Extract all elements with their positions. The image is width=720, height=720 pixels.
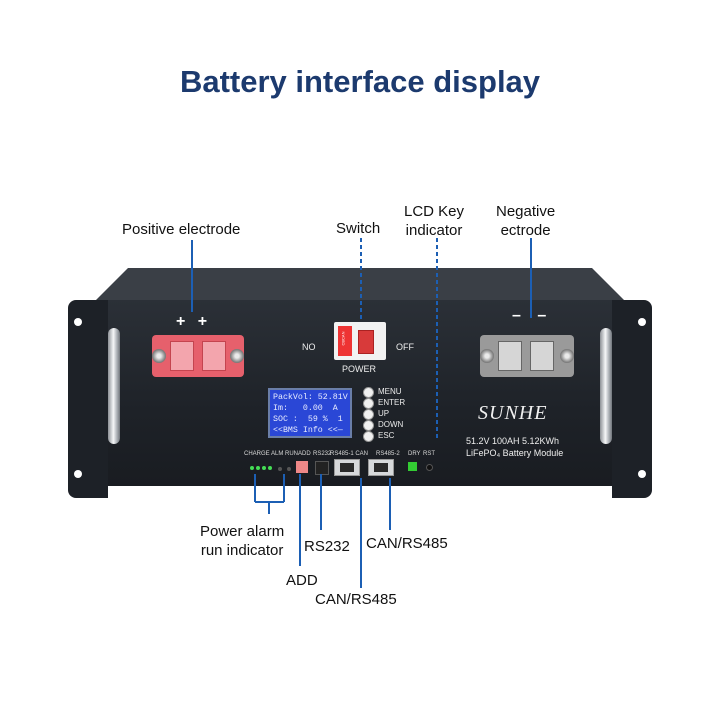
menu-key[interactable]: [363, 387, 374, 398]
positive-terminal[interactable]: [152, 335, 244, 377]
positive-signs: + +: [176, 313, 212, 330]
alarm-led: [278, 467, 282, 471]
lcd-screen: PackVol: 52.81V Im: 0.00 A SOC : 59 % 1 …: [268, 388, 352, 438]
add-dip-switch[interactable]: [296, 461, 308, 473]
lcd-line-4: <<BMS Info <<—: [273, 426, 343, 435]
left-rack-ear: [68, 300, 108, 498]
down-key[interactable]: [363, 420, 374, 431]
left-handle: [108, 328, 120, 444]
alm-run-label: ALM RUN: [271, 451, 299, 457]
left-mount-hole-bottom: [74, 470, 82, 478]
add-callout: ADD: [286, 572, 318, 589]
power-alarm-callout-line2: run indicator: [200, 542, 284, 559]
rs485-1-can-label: RS485-1 CAN: [330, 451, 369, 457]
right-handle: [600, 328, 612, 444]
esc-key[interactable]: [363, 431, 374, 442]
up-key-label: UP: [378, 409, 390, 418]
rs485-1-port[interactable]: [334, 459, 360, 476]
negative-callout-line1: Negative: [496, 203, 556, 220]
up-key[interactable]: [363, 409, 374, 420]
lcd-line-3: SOC : 59 % 1: [273, 415, 343, 424]
rs232-callout: RS232: [304, 538, 350, 555]
negative-screw-left: [480, 349, 494, 363]
charge-led-3: [262, 466, 266, 470]
charge-led-2: [256, 466, 260, 470]
brand-logo: SUNHE: [478, 402, 548, 424]
right-mount-hole-top: [638, 318, 646, 326]
rs232-port-label: RS232: [313, 451, 332, 457]
switch-on-label: NO: [302, 342, 316, 352]
add-port-label: ADD: [298, 451, 311, 457]
rs485-2-label: RS485-2: [376, 451, 400, 457]
lcd-line-2: Im: 0.00 A: [273, 404, 338, 413]
enter-key-label: ENTER: [378, 398, 406, 407]
negative-callout-line2: ectrode: [500, 222, 551, 239]
switch-power-label: POWER: [342, 364, 377, 374]
negative-bolt-right: [530, 341, 554, 371]
spec-line-1: 51.2V 100AH 5.12KWh: [466, 436, 560, 446]
lcd-key-callout-line1: LCD Key: [404, 203, 465, 220]
negative-bolt-left: [498, 341, 522, 371]
left-mount-hole-top: [74, 318, 82, 326]
rs485-2-port-a[interactable]: [368, 459, 394, 476]
positive-screw-right: [230, 349, 244, 363]
dry-contact[interactable]: [408, 462, 417, 471]
charge-led-1: [250, 466, 254, 470]
can-rs485-right-callout: CAN/RS485: [366, 535, 448, 552]
negative-screw-right: [560, 349, 574, 363]
positive-bolt-right: [202, 341, 226, 371]
right-rack-ear: [612, 300, 652, 498]
rst-label: RST: [423, 451, 435, 457]
reset-button[interactable]: [426, 464, 433, 471]
negative-electrode-callout: Negative ectrode: [496, 202, 555, 240]
right-mount-hole-bottom: [638, 470, 646, 478]
dry-label: DRY: [408, 451, 421, 457]
switch-callout: Switch: [336, 220, 381, 237]
lcd-key-callout-line2: indicator: [405, 222, 463, 239]
lcd-key-callout: LCD Key indicator: [404, 202, 464, 240]
enter-key[interactable]: [363, 398, 374, 409]
power-alarm-callout-line1: Power alarm: [200, 523, 285, 540]
switch-toggle[interactable]: [358, 330, 374, 354]
lcd-line-1: PackVol: 52.81V: [273, 393, 348, 402]
page-title: Battery interface display: [179, 64, 541, 99]
switch-off-label: OFF: [396, 342, 414, 352]
spec-line-2: LiFePO₄ Battery Module: [466, 448, 564, 458]
down-key-label: DOWN: [378, 420, 404, 429]
charge-port-label: CHARGE: [244, 451, 270, 457]
positive-electrode-callout: Positive electrode: [122, 221, 241, 238]
menu-key-label: MENU: [378, 387, 402, 396]
positive-bolt-left: [170, 341, 194, 371]
can-rs485-bottom-callout: CAN/RS485: [315, 591, 397, 608]
negative-signs: – –: [512, 307, 553, 324]
power-switch[interactable]: CBCAN: [334, 322, 386, 360]
negative-terminal[interactable]: [480, 335, 574, 377]
power-alarm-callout: Power alarm run indicator: [200, 522, 284, 560]
charge-led-4: [268, 466, 272, 470]
esc-key-label: ESC: [378, 431, 395, 440]
positive-screw-left: [152, 349, 166, 363]
run-led: [287, 467, 291, 471]
breaker-badge: CBCAN: [338, 326, 352, 356]
